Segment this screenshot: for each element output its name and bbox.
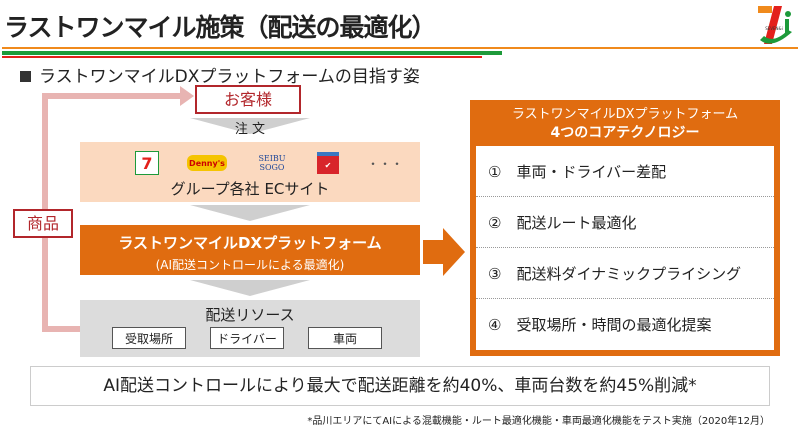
svg-text:SEVEN&i: SEVEN&i <box>765 26 783 31</box>
product-box: 商品 <box>13 209 73 238</box>
more-ellipsis: ・・・ <box>367 156 404 171</box>
ito-yokado-logo: ✔ <box>317 152 339 174</box>
big-arrow-right-icon <box>443 228 465 276</box>
product-flow-line <box>42 326 80 332</box>
green-rule <box>2 51 502 55</box>
orange-rule <box>2 47 798 49</box>
section-subtitle: ラストワンマイルDXプラットフォームの目指す姿 <box>20 62 420 87</box>
page-title: ラストワンマイル施策（配送の最適化） <box>4 13 437 42</box>
dennys-logo: Denny's <box>187 155 227 171</box>
core-tech-subtitle: 4つのコアテクノロジー <box>550 125 700 141</box>
core-tech-title: ラストワンマイルDXプラットフォーム <box>511 107 739 122</box>
group-ec-label: グループ各社 ECサイト <box>170 180 330 198</box>
subtitle-text: ラストワンマイルDXプラットフォームの目指す姿 <box>39 67 420 87</box>
down-chevron-icon <box>190 205 310 221</box>
down-chevron-icon <box>190 280 310 296</box>
order-label: 注 文 <box>234 122 266 137</box>
core-tech-item: ④ 受取場所・時間の最適化提案 <box>488 316 712 334</box>
big-arrow-right-icon <box>423 240 443 264</box>
resource-pickup-location: 受取場所 <box>112 327 186 349</box>
core-tech-item: ③ 配送料ダイナミックプライシング <box>476 248 774 299</box>
platform-subtitle: (AI配送コントロールによる最適化) <box>155 258 345 272</box>
red-rule <box>2 56 482 58</box>
seibu-text: SEIBU <box>258 154 286 163</box>
platform-title: ラストワンマイルDXプラットフォーム <box>118 234 382 252</box>
dx-platform-box: ラストワンマイルDXプラットフォーム (AI配送コントロールによる最適化) <box>80 225 420 275</box>
customer-box: お客様 <box>195 85 301 114</box>
result-summary: AI配送コントロールにより最大で配送距離を約40%、車両台数を約45%削減* <box>30 366 770 406</box>
seven-eleven-logo: 7 <box>135 151 159 175</box>
core-tech-item: ① 車両・ドライバー差配 <box>476 146 774 197</box>
resources-title: 配送リソース <box>205 306 295 324</box>
product-flow-line <box>42 93 184 99</box>
resource-vehicle: 車両 <box>308 327 382 349</box>
arrow-right-icon <box>180 86 194 106</box>
sogo-text: SOGO <box>259 163 285 172</box>
footnote: *品川エリアにてAIによる混載機能・ルート最適化機能・車両最適化機能をテスト実施… <box>307 416 770 427</box>
core-tech-item: ② 配送ルート最適化 <box>476 197 774 248</box>
core-technologies-panel: ラストワンマイルDXプラットフォーム 4つのコアテクノロジー ① 車両・ドライバー… <box>470 100 780 356</box>
company-logo: SEVEN&i <box>752 4 796 48</box>
resource-driver: ドライバー <box>210 327 284 349</box>
bullet-square-icon <box>20 71 31 82</box>
delivery-resources-box: 配送リソース 受取場所 ドライバー 車両 <box>80 300 420 357</box>
down-chevron-icon <box>190 118 310 134</box>
